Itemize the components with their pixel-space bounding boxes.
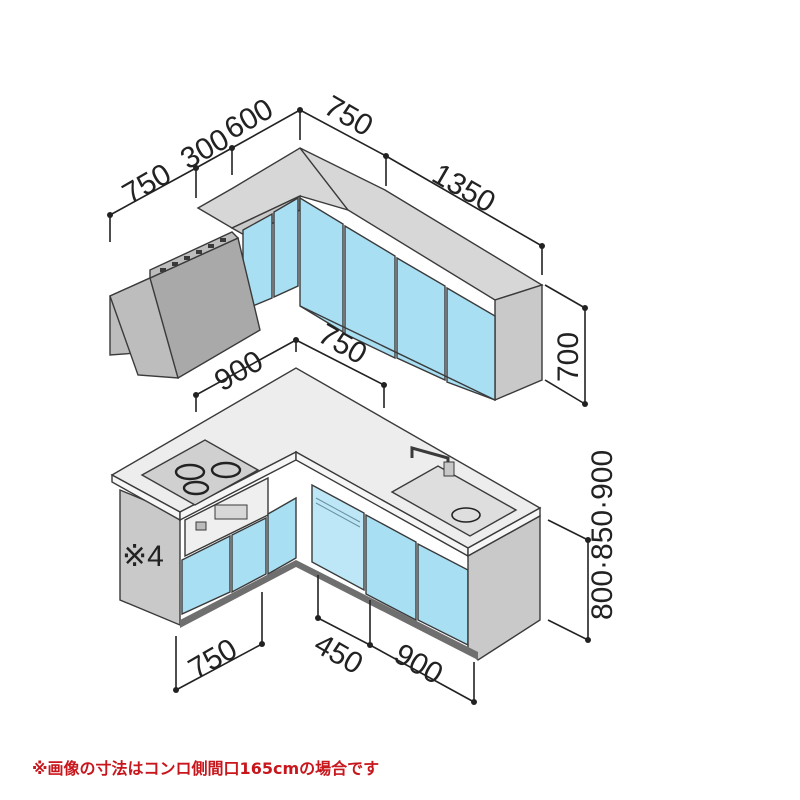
upper-door	[273, 196, 299, 299]
side-panel-note: ※4	[122, 540, 164, 573]
lower-door	[267, 496, 297, 576]
dimension-lines	[107, 107, 591, 705]
range-hood	[109, 231, 261, 379]
dim-upper-left-width: 750	[117, 157, 177, 211]
upper-door	[299, 196, 344, 334]
dim-upper-right-width: 1350	[427, 157, 501, 219]
dim-lower-height-options: 800·850·900	[586, 450, 619, 620]
dim-lower-dishwasher-width: 450	[309, 627, 369, 681]
upper-door	[396, 256, 446, 382]
upper-door	[344, 224, 396, 360]
upper-cabinets	[196, 147, 544, 402]
dim-lower-left-width: 750	[183, 632, 243, 686]
lower-door	[365, 513, 417, 622]
lower-cabinets	[110, 367, 542, 661]
lower-door	[181, 534, 231, 616]
lower-door	[231, 516, 267, 594]
dim-upper-corner-width: 750	[319, 89, 379, 143]
dim-upper-height: 700	[552, 332, 585, 382]
dim-upper-hood-600: 600	[219, 92, 279, 146]
footnote: ※画像の寸法はコンロ側間口165cmの場合です	[32, 759, 379, 778]
upper-door	[446, 286, 496, 402]
sink	[390, 446, 518, 537]
cooktop	[140, 439, 260, 506]
